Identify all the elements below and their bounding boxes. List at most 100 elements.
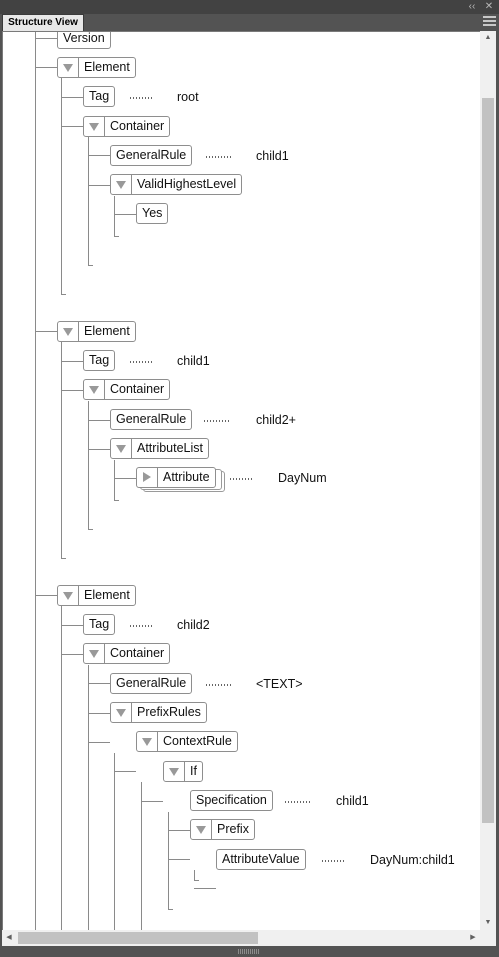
tree-connector [61,606,62,931]
tree-connector [88,665,89,931]
close-panel-icon[interactable]: ✕ [484,1,494,12]
node-label: AttributeList [137,441,204,455]
node-context-rule[interactable]: ContextRule [136,731,238,752]
node-attribute[interactable]: Attribute [136,467,216,488]
node-specification[interactable]: Specification [190,790,273,811]
tab-structure-view[interactable]: Structure View [2,14,84,31]
tree-connector [88,185,110,186]
tree-connector [88,529,93,530]
tree-connector [114,196,115,236]
tree-connector [88,742,110,743]
node-label: Element [84,588,130,602]
node-value[interactable]: child2 [177,618,210,632]
node-prefix-rules[interactable]: PrefixRules [110,702,207,723]
node-tag[interactable]: Tag [83,86,116,107]
tree-connector [88,449,110,450]
node-label: ValidHighestLevel [137,177,237,191]
node-version[interactable]: Version [57,32,111,49]
node-value[interactable]: child2+ [256,413,296,427]
tree-connector [88,420,110,421]
node-label: Container [110,382,165,396]
value-leader-dots [130,361,152,363]
node-value[interactable]: child1 [256,149,289,163]
node-attribute-list[interactable]: AttributeList [110,438,210,459]
tree-connector [194,870,195,880]
node-value[interactable]: DayNum [278,471,327,485]
scroll-right-icon[interactable]: ▶ [470,934,476,941]
resize-grip-icon[interactable] [238,949,260,954]
tree-connector [168,909,173,910]
expand-toggle-icon[interactable] [58,586,79,605]
tree-connector [61,342,62,558]
tree-connector [141,801,163,802]
tree-connector [61,97,83,98]
node-tag[interactable]: Tag [83,614,116,635]
tree-connector [35,32,36,931]
value-leader-dots [130,97,152,99]
node-element[interactable]: Element [57,321,136,342]
collapse-panel-icon[interactable]: ‹‹ [468,1,476,12]
expand-toggle-icon[interactable] [191,820,212,839]
node-general-rule[interactable]: GeneralRule [110,409,193,430]
node-label: Container [110,119,165,133]
value-leader-dots [130,625,152,627]
node-if[interactable]: If [163,761,203,782]
expand-toggle-icon[interactable] [58,58,79,77]
tree-connector [88,265,93,266]
node-prefix[interactable]: Prefix [190,819,255,840]
vertical-scroll-thumb[interactable] [482,98,494,823]
expand-toggle-icon[interactable] [84,380,105,399]
panel-title-bar: ‹‹ ✕ [0,0,499,14]
expand-toggle-icon[interactable] [111,175,132,194]
expand-toggle-icon[interactable] [111,439,132,458]
node-element[interactable]: Element [57,57,136,78]
structure-tree-canvas[interactable]: Version Element Tag root Container Gener… [2,31,481,931]
node-container[interactable]: Container [83,116,171,137]
scrollbar-corner [480,930,496,946]
expand-toggle-icon[interactable] [137,732,158,751]
value-leader-dots [285,801,311,803]
node-attribute-value[interactable]: AttributeValue [216,849,306,870]
node-tag[interactable]: Tag [83,350,116,371]
scroll-down-icon[interactable]: ▼ [484,919,492,926]
collapsed-toggle-icon[interactable] [137,468,158,487]
node-valid-highest-level[interactable]: ValidHighestLevel [110,174,243,195]
horizontal-scroll-thumb[interactable] [18,932,258,944]
node-label: Element [84,324,130,338]
expand-toggle-icon[interactable] [58,322,79,341]
node-container[interactable]: Container [83,643,171,664]
scroll-up-icon[interactable]: ▲ [484,34,492,41]
expand-toggle-icon[interactable] [111,703,132,722]
tree-connector [88,137,89,266]
node-value[interactable]: DayNum:child1 [370,853,455,867]
node-element[interactable]: Element [57,585,136,606]
expand-toggle-icon[interactable] [164,762,185,781]
vertical-scrollbar[interactable]: ▲ ▼ [480,31,496,930]
panel-menu-icon[interactable] [483,16,496,28]
node-value[interactable]: child1 [336,794,369,808]
tree-connector [168,859,190,860]
tree-connector [114,236,119,237]
node-container[interactable]: Container [83,379,171,400]
expand-toggle-icon[interactable] [84,117,105,136]
node-value[interactable]: root [177,90,199,104]
node-yes[interactable]: Yes [136,203,169,224]
expand-toggle-icon[interactable] [84,644,105,663]
value-leader-dots [206,684,232,686]
tree-connector [35,595,57,596]
node-general-rule[interactable]: GeneralRule [110,145,193,166]
node-value[interactable]: child1 [177,354,210,368]
tree-connector [168,830,190,831]
tree-connector [61,78,62,294]
tree-connector [61,361,83,362]
tree-connector [194,888,216,889]
node-value[interactable]: <TEXT> [256,677,303,691]
horizontal-scrollbar[interactable]: ◀ ▶ [2,930,480,946]
scroll-left-icon[interactable]: ◀ [6,934,12,941]
node-general-rule[interactable]: GeneralRule [110,673,193,694]
node-label: If [190,764,197,778]
tree-connector [88,683,110,684]
value-leader-dots [206,156,232,158]
tree-connector [194,880,199,881]
